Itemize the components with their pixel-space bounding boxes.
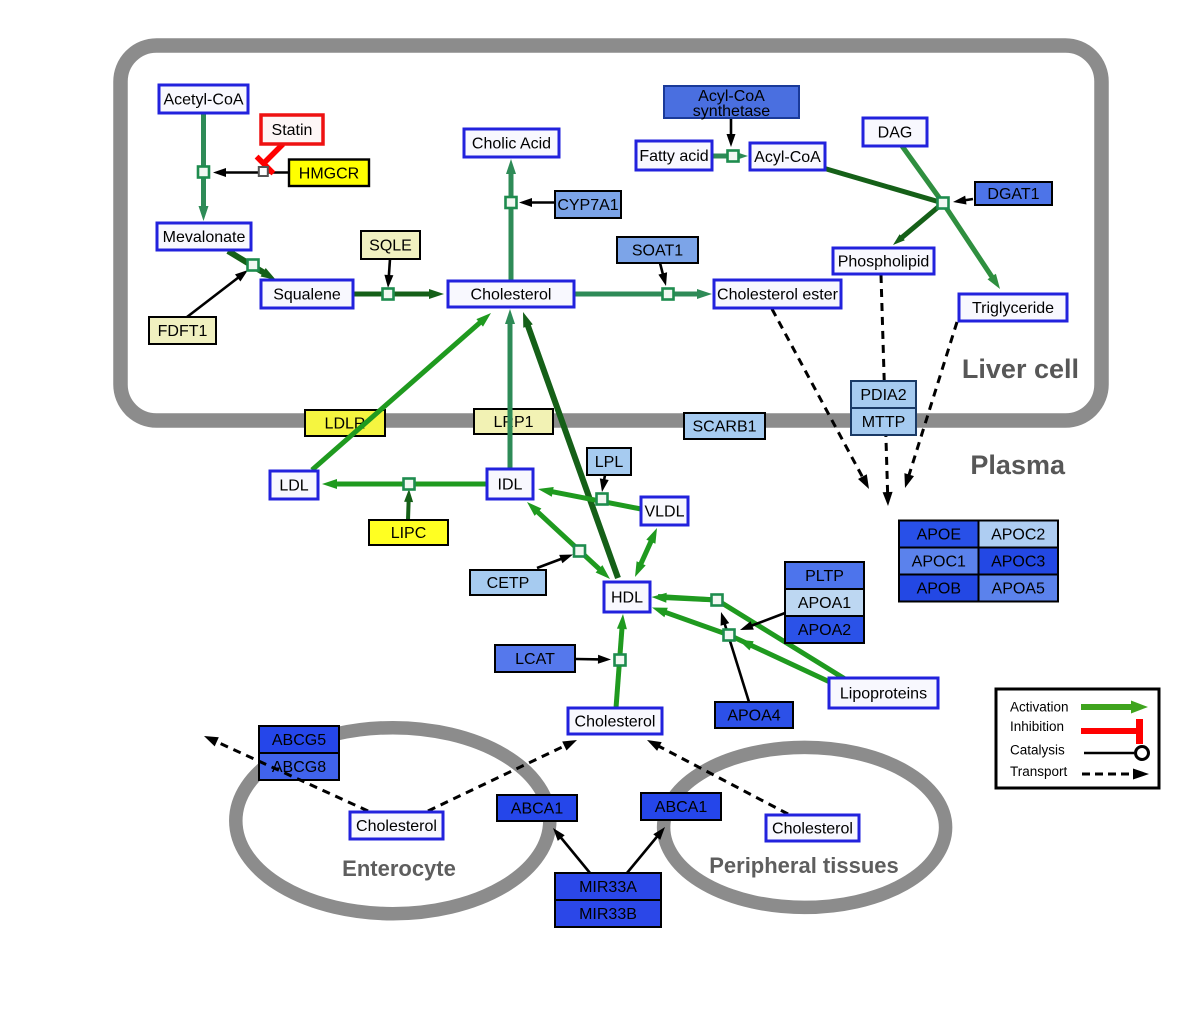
svg-text:Cholesterol: Cholesterol (356, 818, 437, 835)
svg-text:Cholesterol: Cholesterol (471, 287, 552, 304)
svg-text:Liver cell: Liver cell (962, 354, 1079, 384)
svg-text:MIR33A: MIR33A (579, 879, 637, 896)
svg-text:Cholic Acid: Cholic Acid (472, 136, 551, 153)
svg-text:Cholesterol: Cholesterol (772, 821, 853, 838)
svg-text:Activation: Activation (1010, 700, 1069, 715)
svg-text:MIR33B: MIR33B (579, 906, 637, 923)
svg-text:FDFT1: FDFT1 (158, 323, 208, 340)
svg-text:Phospholipid: Phospholipid (838, 254, 930, 271)
svg-text:Lipoproteins: Lipoproteins (840, 686, 927, 703)
svg-text:APOC3: APOC3 (991, 554, 1045, 571)
svg-text:LRP1: LRP1 (493, 414, 533, 431)
svg-text:CETP: CETP (487, 575, 530, 592)
svg-text:Peripheral tissues: Peripheral tissues (709, 853, 899, 878)
svg-text:PDIA2: PDIA2 (860, 387, 906, 404)
svg-text:Cholesterol: Cholesterol (575, 714, 656, 731)
svg-text:Cholesterol ester: Cholesterol ester (717, 287, 839, 304)
svg-text:ABCG8: ABCG8 (272, 759, 326, 776)
svg-text:ABCG5: ABCG5 (272, 732, 326, 749)
svg-text:LPL: LPL (595, 454, 624, 471)
svg-text:APOC1: APOC1 (912, 554, 966, 571)
svg-text:Squalene: Squalene (273, 287, 341, 304)
svg-text:HDL: HDL (611, 590, 643, 607)
svg-text:APOA2: APOA2 (798, 622, 851, 639)
svg-text:Enterocyte: Enterocyte (342, 856, 456, 881)
svg-text:Statin: Statin (272, 122, 313, 139)
svg-text:Inhibition: Inhibition (1010, 719, 1064, 734)
svg-text:Fatty acid: Fatty acid (639, 148, 708, 165)
svg-text:LCAT: LCAT (515, 651, 555, 668)
svg-text:Triglyceride: Triglyceride (972, 300, 1054, 317)
svg-text:APOA1: APOA1 (798, 595, 851, 612)
svg-text:ABCA1: ABCA1 (511, 801, 564, 818)
svg-text:CYP7A1: CYP7A1 (557, 197, 618, 214)
svg-text:Transport: Transport (1010, 764, 1068, 779)
svg-text:APOE: APOE (917, 527, 961, 544)
svg-text:Catalysis: Catalysis (1010, 743, 1065, 758)
svg-text:APOA4: APOA4 (727, 708, 780, 725)
svg-text:DGAT1: DGAT1 (987, 186, 1039, 203)
svg-text:MTTP: MTTP (862, 414, 906, 431)
svg-text:PLTP: PLTP (805, 568, 844, 585)
svg-text:APOB: APOB (917, 581, 961, 598)
svg-text:LIPC: LIPC (391, 525, 427, 542)
svg-text:SCARB1: SCARB1 (692, 419, 756, 436)
svg-text:VLDL: VLDL (644, 504, 684, 521)
svg-text:ABCA1: ABCA1 (655, 799, 708, 816)
svg-text:SOAT1: SOAT1 (632, 243, 683, 260)
svg-text:IDL: IDL (498, 477, 523, 494)
svg-text:DAG: DAG (878, 125, 913, 142)
svg-text:Acetyl-CoA: Acetyl-CoA (163, 92, 243, 109)
svg-text:APOC2: APOC2 (991, 527, 1045, 544)
svg-text:APOA5: APOA5 (992, 581, 1045, 598)
svg-text:SQLE: SQLE (369, 238, 412, 255)
svg-text:HMGCR: HMGCR (299, 165, 359, 182)
svg-text:Plasma: Plasma (970, 450, 1066, 480)
svg-text:LDL: LDL (279, 478, 308, 495)
svg-text:Acyl-CoA: Acyl-CoA (754, 149, 821, 166)
svg-text:Mevalonate: Mevalonate (163, 229, 246, 246)
svg-text:synthetase: synthetase (693, 103, 770, 120)
